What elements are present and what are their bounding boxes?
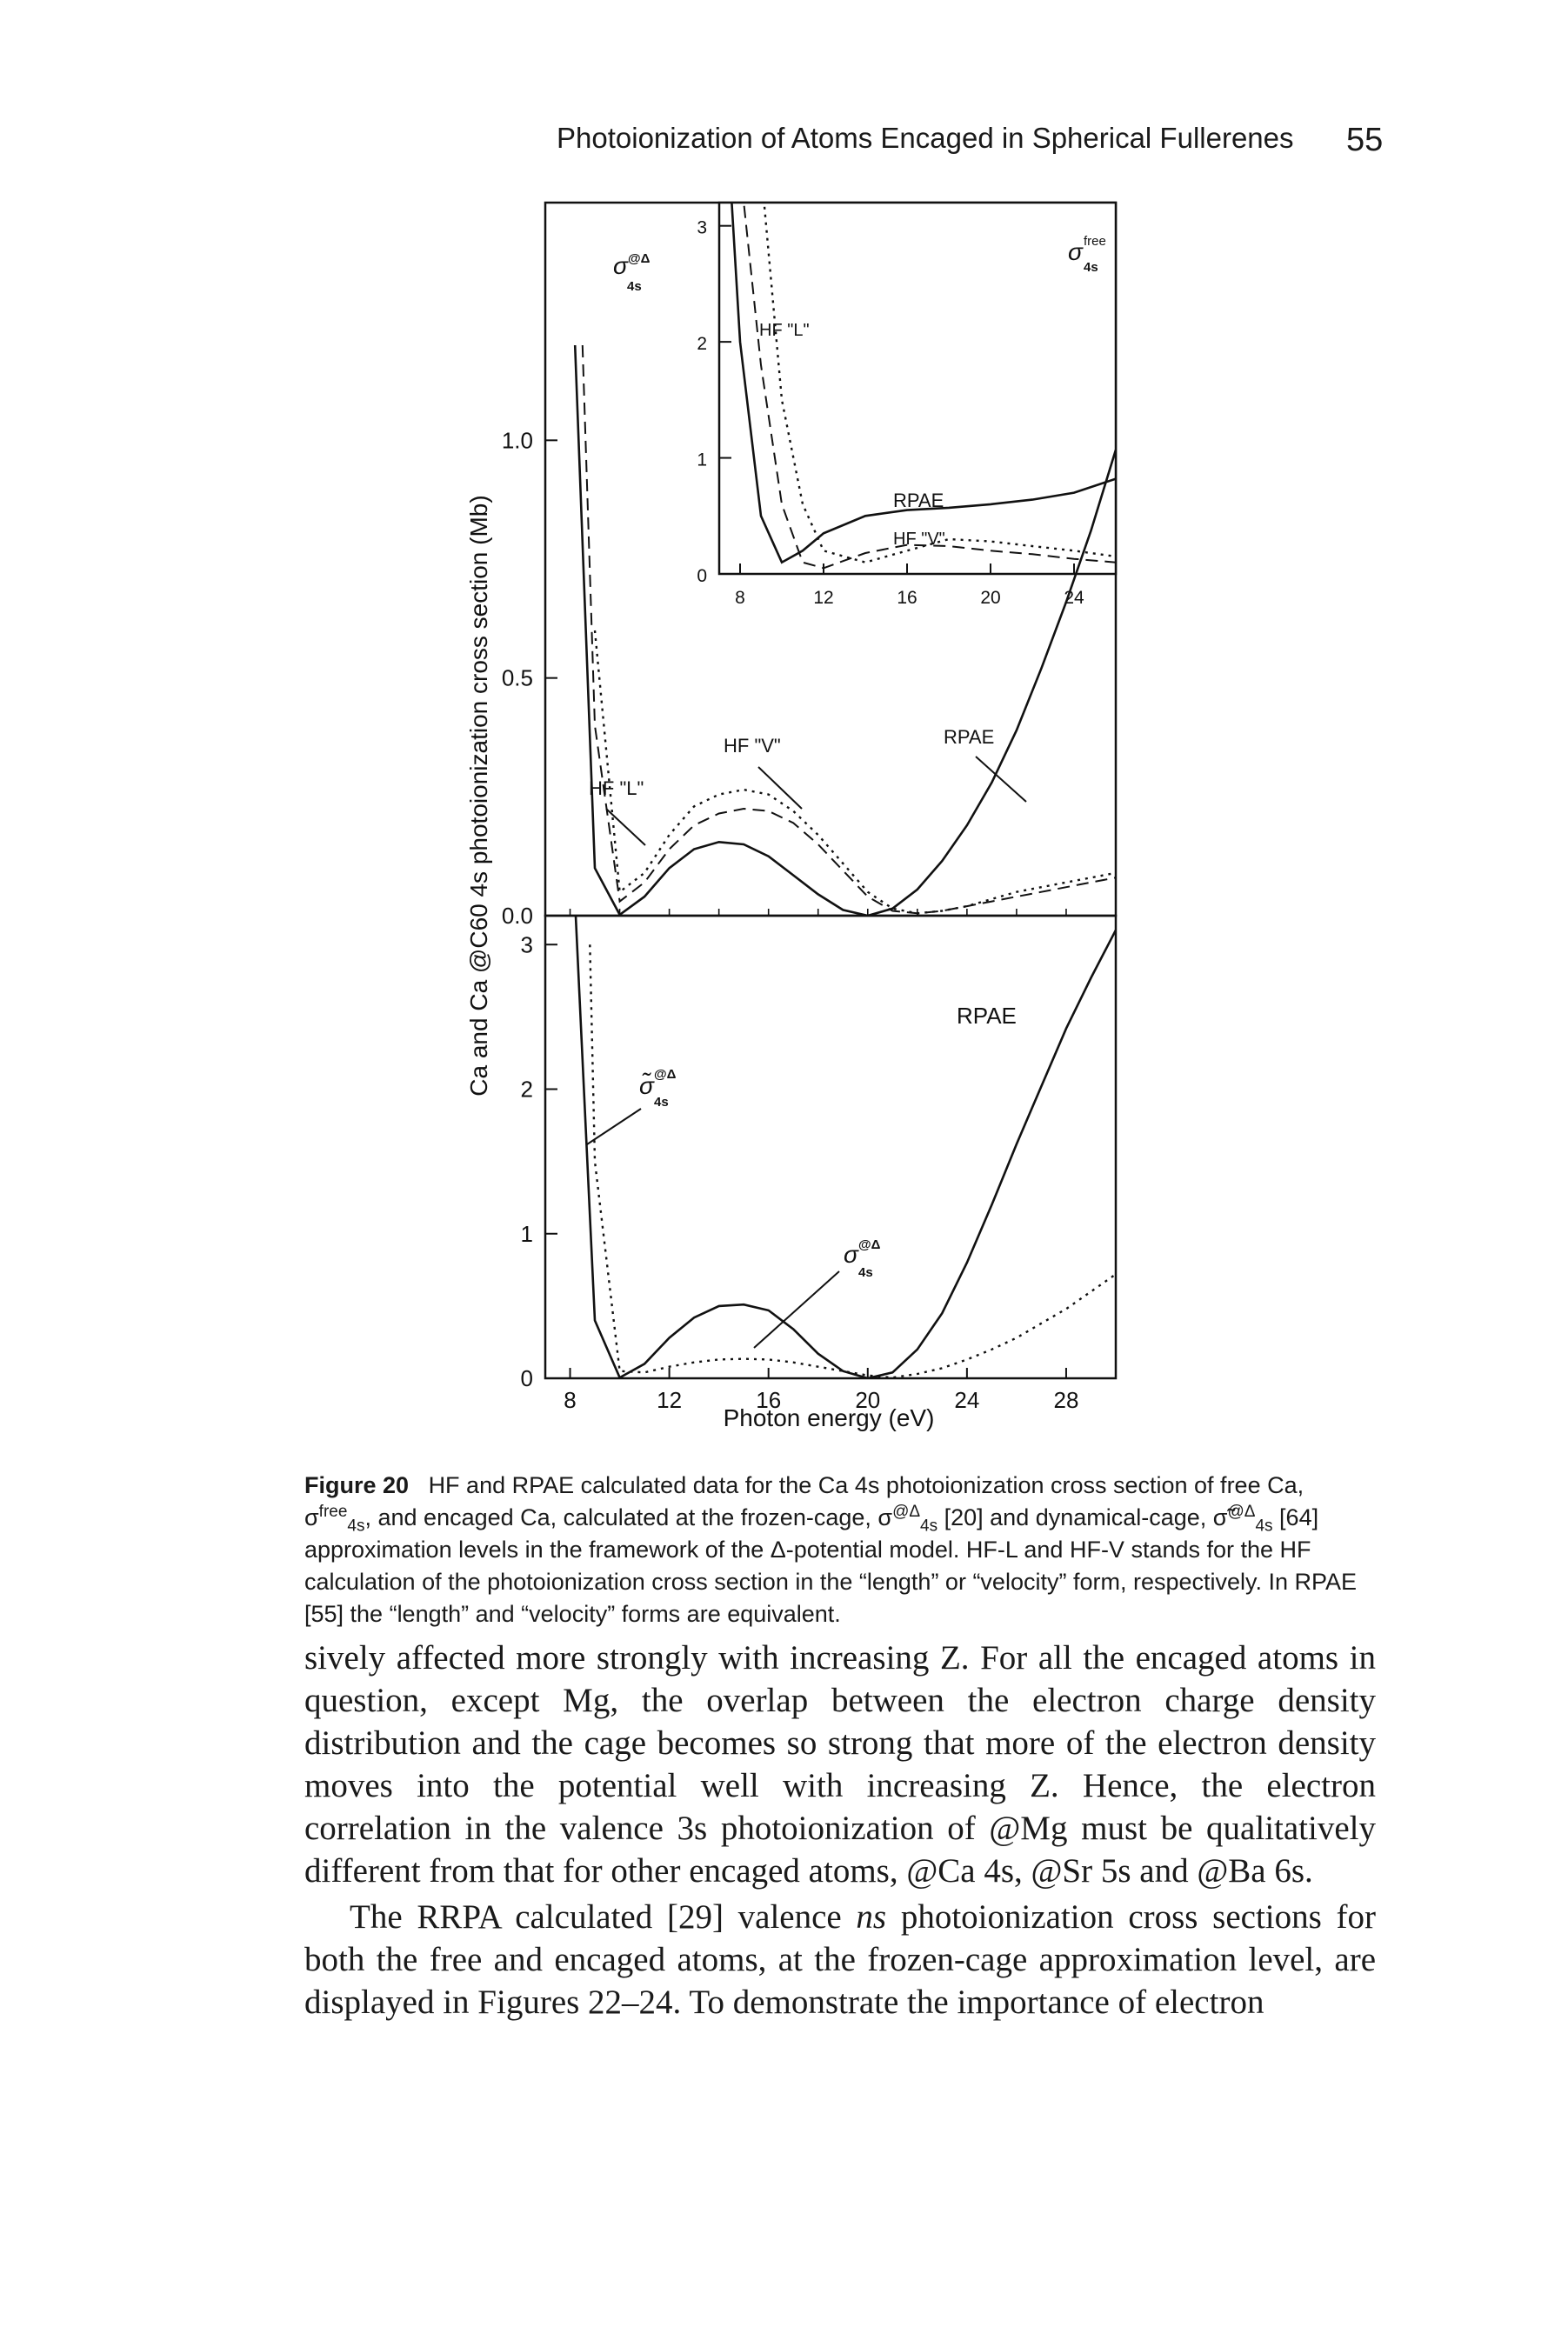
axis-ticks <box>545 224 1075 1379</box>
label-hf-v: HF "V" <box>724 735 781 757</box>
inset-label-hf-l: HF "L" <box>759 321 810 340</box>
svg-text:σ: σ <box>844 1241 859 1268</box>
x-tick-label-1-2: 16 <box>897 588 917 608</box>
series-line-1-1 <box>743 203 1116 570</box>
svg-text:4s: 4s <box>858 1265 873 1280</box>
y-tick-label-2-1: 1 <box>521 1221 533 1247</box>
caption-text-4: [64] approximation levels in the framewo… <box>304 1504 1358 1627</box>
arrow-hf-l <box>605 808 646 846</box>
svg-text:@Δ: @Δ <box>858 1237 881 1252</box>
x-tick-label-1-1: 12 <box>813 588 833 608</box>
label-sigma-free: σ free 4s <box>1068 234 1106 275</box>
x-axis-label: Photon energy (eV) <box>724 1404 935 1431</box>
y-tick-label-1-1: 1 <box>697 450 707 470</box>
x-tick-label-2-3: 20 <box>855 1387 880 1413</box>
caption-frozen-sup: @Δ <box>892 1503 921 1521</box>
svg-text:4s: 4s <box>654 1095 669 1110</box>
series-line-0-0 <box>573 344 1116 916</box>
body-paragraph-2: The RRPA calculated [29] valence ns phot… <box>304 1896 1376 2024</box>
y-axis-label: Ca and Ca @C60 4s photoionization cross … <box>465 495 492 1096</box>
y-tick-label-1-0: 0 <box>697 566 707 586</box>
x-tick-label-1-0: 8 <box>735 588 745 608</box>
y-tick-label-0-0: 0.0 <box>502 903 533 929</box>
caption-free-sub: 4s <box>347 1517 365 1536</box>
caption-text-1: HF and RPAE calculated data for the Ca 4… <box>304 1472 1304 1530</box>
curves <box>573 203 1116 1378</box>
label-hf-l: HF "L" <box>589 777 644 799</box>
svg-text:@Δ: @Δ <box>628 251 651 266</box>
y-tick-label-1-2: 2 <box>697 334 707 354</box>
y-tick-label-1-3: 3 <box>697 218 707 238</box>
caption-text-2: , and encaged Ca, calculated at the froz… <box>364 1504 893 1530</box>
body-paragraph-1: sively affected more strongly with incre… <box>304 1639 1376 1890</box>
body-p2-part-a: The RRPA calculated [29] valence <box>350 1898 857 1936</box>
series-line-1-0 <box>731 203 1116 564</box>
label-sigma-frozen-bottom: σ @Δ 4s <box>844 1237 881 1280</box>
caption-dyn-sub: 4s <box>1255 1517 1273 1536</box>
y-tick-label-0-1: 0.5 <box>502 665 533 691</box>
arrow-rpae-top <box>975 756 1027 803</box>
caption-text-3: [20] and dynamical-cage, σ̃ <box>937 1504 1228 1530</box>
caption-label: Figure 20 <box>304 1472 410 1498</box>
panel-1-series <box>731 203 1116 570</box>
svg-text:@Δ: @Δ <box>654 1067 677 1082</box>
label-sigma-dyn: σ̃ @Δ 4s <box>639 1067 677 1110</box>
x-tick-label-2-1: 12 <box>657 1387 682 1413</box>
running-title: Photoionization of Atoms Encaged in Sphe… <box>557 122 1294 154</box>
y-tick-label-2-3: 3 <box>521 931 533 957</box>
x-tick-label-2-0: 8 <box>564 1387 576 1413</box>
x-tick-label-1-3: 20 <box>980 588 1000 608</box>
y-tick-label-0-2: 1.0 <box>502 427 533 453</box>
y-tick-label-2-2: 2 <box>521 1077 533 1103</box>
body-p2-ns: ns <box>856 1898 887 1936</box>
caption-free-sup: free <box>318 1503 348 1521</box>
page-number: 55 <box>1346 122 1384 158</box>
svg-text:σ: σ <box>613 252 629 279</box>
arrow-hf-v <box>757 766 803 810</box>
inset-label-hf-v: HF "V" <box>893 530 945 549</box>
panel-2-series <box>574 916 1116 1378</box>
arrow-sigma-dyn <box>586 1108 642 1145</box>
svg-text:σ: σ <box>1068 238 1084 265</box>
svg-text:4s: 4s <box>1084 260 1098 275</box>
svg-text:free: free <box>1084 234 1106 249</box>
figure-caption: Figure 20 HF and RPAE calculated data fo… <box>304 1470 1374 1630</box>
body-p2-part-b: photoionization cross sections for both … <box>304 1898 1376 2021</box>
caption-frozen-sub: 4s <box>920 1517 938 1536</box>
bottom-panel-frame <box>544 914 1118 1380</box>
inset-frame <box>717 201 1118 576</box>
series-line-0-2 <box>593 630 1116 915</box>
x-tick-label-2-2: 16 <box>756 1387 781 1413</box>
series-line-0-1 <box>581 344 1116 915</box>
label-rpae-bottom: RPAE <box>957 1003 1017 1029</box>
x-tick-label-2-4: 24 <box>954 1387 979 1413</box>
series-line-2-0 <box>574 916 1116 1378</box>
panel-0-series <box>573 344 1116 916</box>
arrow-sigma-frozen-bottom <box>753 1270 840 1349</box>
label-rpae-top: RPAE <box>944 726 994 748</box>
y-tick-label-2-0: 0 <box>521 1365 533 1391</box>
x-tick-label-2-5: 28 <box>1053 1387 1078 1413</box>
inset-label-rpae: RPAE <box>893 490 944 511</box>
svg-text:σ̃: σ̃ <box>639 1072 655 1099</box>
svg-text:4s: 4s <box>627 279 642 294</box>
label-sigma-frozen-top: σ @Δ 4s <box>613 251 651 294</box>
series-line-2-1 <box>589 944 1116 1378</box>
caption-dyn-sup: @Δ <box>1227 1503 1256 1521</box>
